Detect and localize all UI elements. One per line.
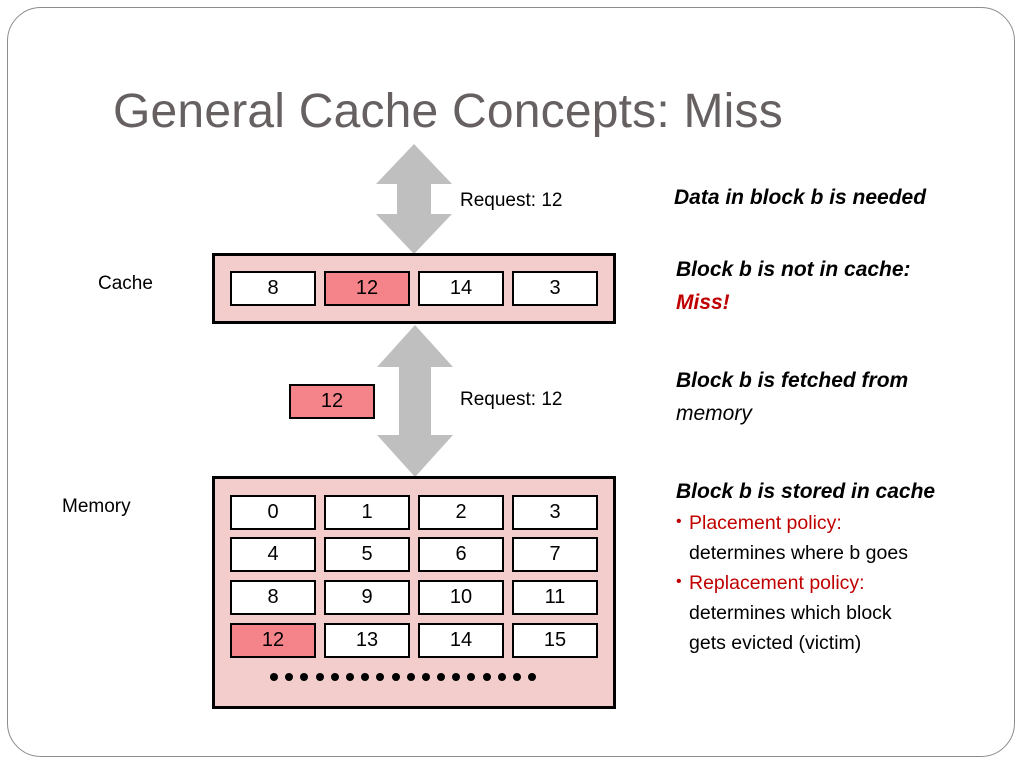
step-not-in-cache: Block b is not in cache: (676, 258, 911, 281)
memory-block: 1 (324, 495, 410, 530)
step-fetched: Block b is fetched from (676, 369, 909, 392)
memory-block: 9 (324, 580, 410, 615)
memory-block: 10 (418, 580, 504, 615)
replacement-policy-body-2: gets evicted (victim) (689, 632, 862, 654)
request-label-middle: Request: 12 (460, 389, 563, 410)
ellipsis-dot (467, 673, 476, 681)
placement-policy-title: Placement policy: (689, 512, 842, 534)
memory-block: 5 (324, 537, 410, 572)
step-stored: Block b is stored in cache (676, 480, 936, 503)
ellipsis-dot (376, 673, 385, 681)
ellipsis-dot (270, 673, 278, 681)
memory-block: 15 (512, 623, 598, 658)
memory-block: 3 (512, 495, 598, 530)
ellipsis-dot (437, 673, 446, 681)
step-fetched-memory: memory (676, 402, 752, 425)
ellipsis-dot (497, 673, 506, 681)
ellipsis-dot (482, 673, 491, 681)
ellipsis-dot (361, 673, 370, 681)
cache-block: 8 (230, 271, 316, 306)
bullet-replacement: • (676, 573, 682, 590)
fetched-block: 12 (289, 384, 375, 419)
ellipsis-dot (315, 673, 324, 681)
ellipsis-dot (391, 673, 400, 681)
memory-block: 4 (230, 537, 316, 572)
memory-block: 14 (418, 623, 504, 658)
memory-block: 6 (418, 537, 504, 572)
memory-block: 8 (230, 580, 316, 615)
ellipsis-dot (528, 673, 537, 681)
ellipsis-dot (285, 673, 294, 681)
memory-block: 7 (512, 537, 598, 572)
cache-block: 14 (418, 271, 504, 306)
memory-block: 11 (512, 580, 598, 615)
cache-label: Cache (98, 273, 153, 294)
memory-label: Memory (62, 496, 131, 517)
cache-block: 12 (324, 271, 410, 306)
memory-block: 12 (230, 623, 316, 658)
bullet-placement: • (676, 513, 682, 530)
placement-policy-body: determines where b goes (689, 542, 908, 564)
request-arrow-top (376, 144, 452, 254)
memory-block: 0 (230, 495, 316, 530)
replacement-policy-title: Replacement policy: (689, 572, 865, 594)
ellipsis-dot (345, 673, 354, 681)
memory-block: 2 (418, 495, 504, 530)
ellipsis-dot (330, 673, 339, 681)
ellipsis-dot (421, 673, 430, 681)
miss-text: Miss! (676, 291, 730, 314)
ellipsis-dot (513, 673, 521, 681)
ellipsis-dot (452, 673, 461, 681)
ellipsis-dot (406, 673, 415, 681)
request-label-top: Request: 12 (460, 190, 563, 211)
memory-continuation-dots (270, 673, 537, 681)
request-arrow-middle (377, 325, 453, 477)
ellipsis-dot (300, 673, 309, 681)
cache-block: 3 (512, 271, 598, 306)
slide-title: General Cache Concepts: Miss (113, 85, 783, 138)
memory-block: 13 (324, 623, 410, 658)
replacement-policy-body-1: determines which block (689, 602, 892, 624)
step-data-needed: Data in block b is needed (674, 186, 927, 209)
